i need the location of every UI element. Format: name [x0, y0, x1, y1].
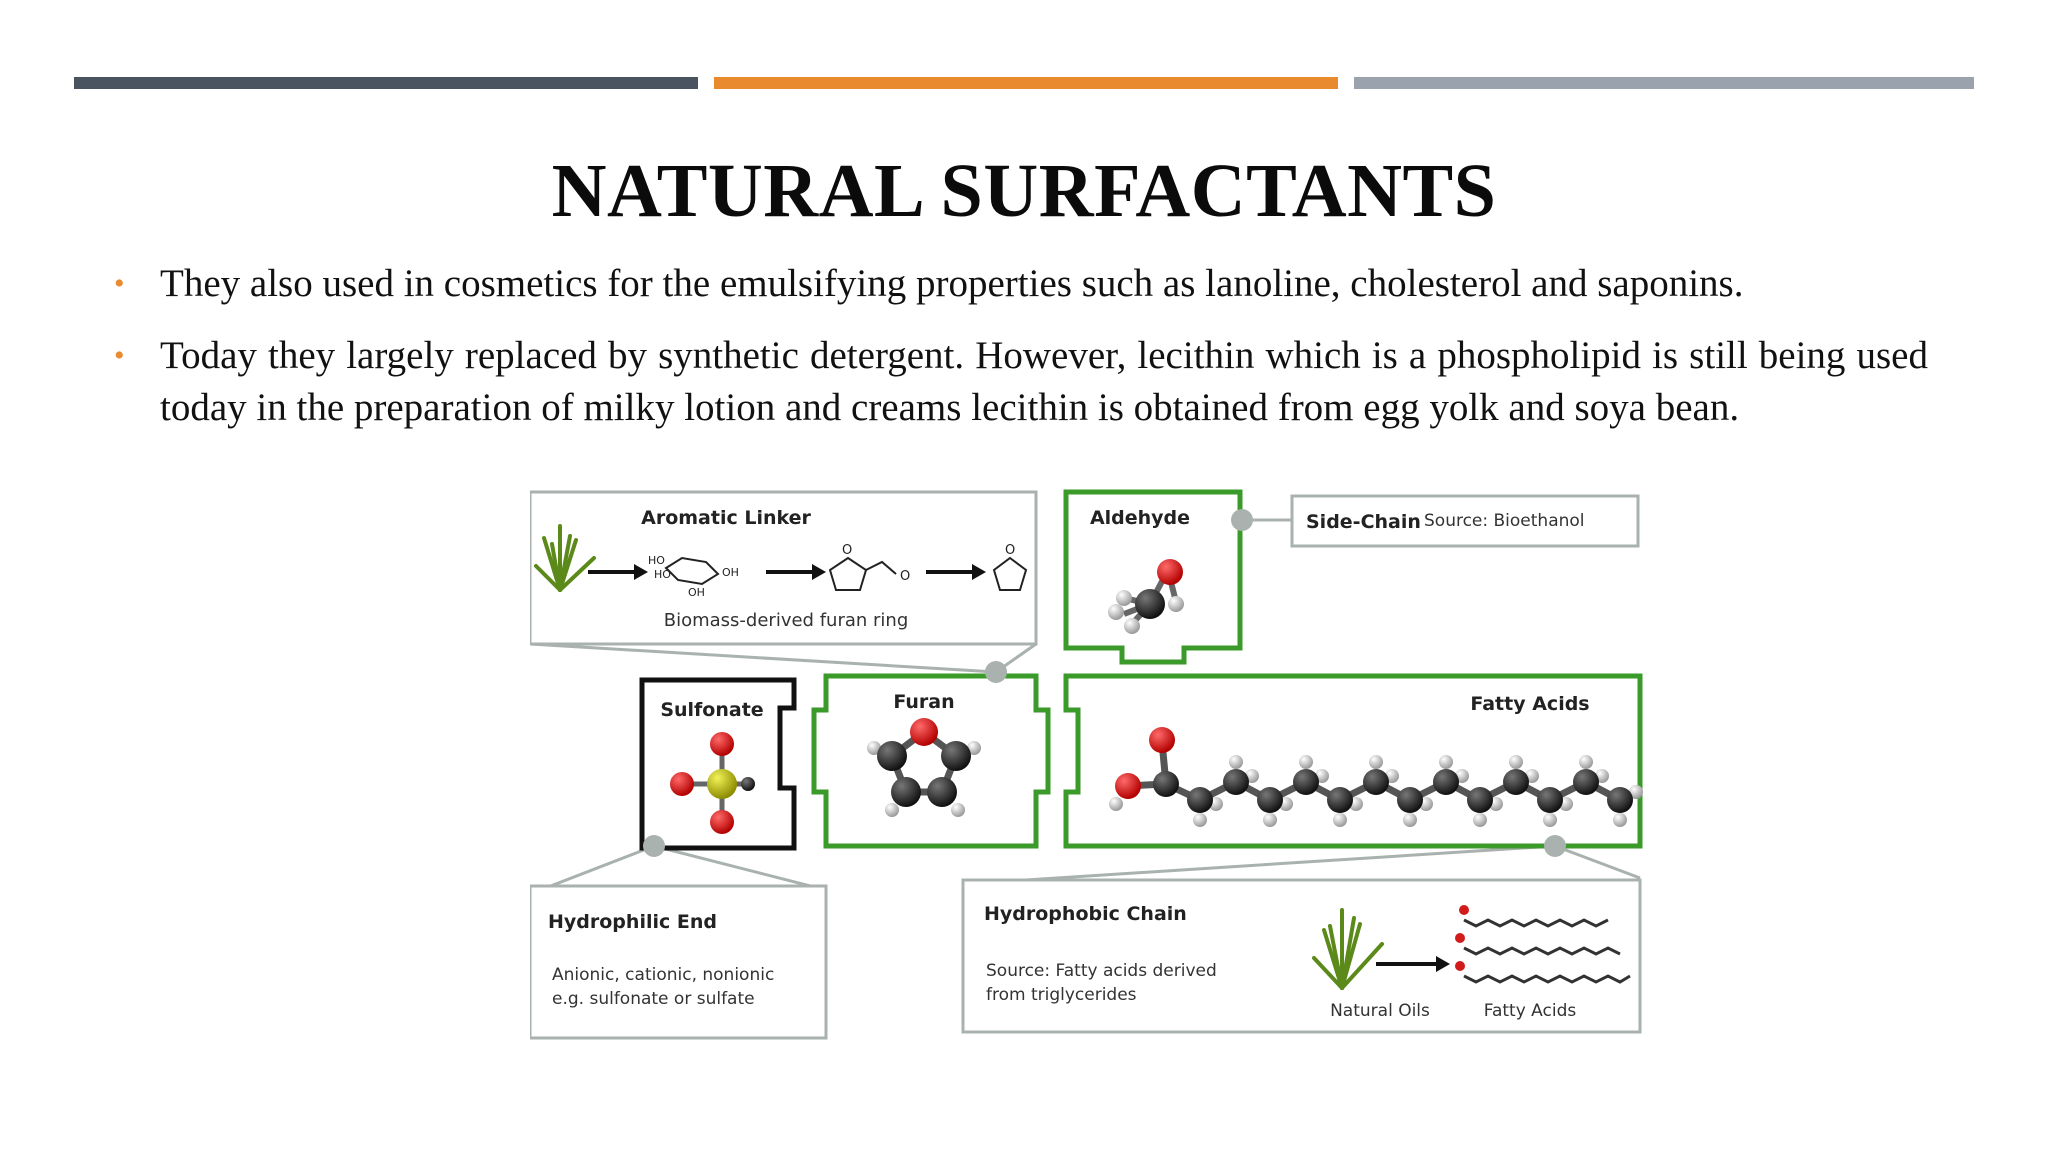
- hydrophilic-end-line2: e.g. sulfonate or sulfate: [552, 989, 755, 1009]
- furfural-structure: [828, 556, 897, 591]
- fatty-acid-chain: [1109, 727, 1643, 827]
- svg-text:OH: OH: [688, 586, 705, 599]
- connector-node: [1231, 509, 1253, 531]
- hydrophobic-chain-line2: from triglycerides: [986, 985, 1137, 1005]
- accent-bar-grey: [1354, 77, 1974, 89]
- side-chain-title: Side-Chain: [1306, 511, 1421, 533]
- side-chain-source: Source: Bioethanol: [1424, 511, 1585, 531]
- bullet-icon: •: [114, 267, 125, 300]
- svg-text:OH: OH: [722, 566, 739, 579]
- side-chain-panel: Side-Chain Source: Bioethanol: [1290, 494, 1640, 548]
- svg-text:O: O: [900, 569, 910, 584]
- aldehyde-title: Aldehyde: [1090, 507, 1190, 529]
- fatty-acids-panel: Fatty Acids: [1063, 673, 1643, 849]
- fatty-acids-label: Fatty Acids: [1484, 1001, 1577, 1021]
- connector-node: [985, 661, 1007, 683]
- hydrophilic-end-panel: Hydrophilic End Anionic, cationic, nonio…: [530, 884, 828, 1040]
- aldehyde-panel: Aldehyde: [1063, 489, 1243, 665]
- svg-text:HO: HO: [648, 554, 665, 567]
- sulfonate-panel: Sulfonate: [639, 677, 797, 851]
- svg-text:HO: HO: [654, 568, 671, 581]
- hydrophilic-end-title: Hydrophilic End: [548, 911, 717, 933]
- hydrophobic-chain-line1: Source: Fatty acids derived: [986, 961, 1217, 981]
- furan-structure: [992, 556, 1028, 591]
- natural-oils-label: Natural Oils: [1330, 1001, 1430, 1021]
- connector-node: [1544, 835, 1566, 857]
- svg-text:O: O: [1005, 543, 1015, 558]
- slide-title: NATURAL SURFACTANTS: [551, 149, 1497, 233]
- furan-title: Furan: [893, 691, 954, 713]
- bullet-item: • They also used in cosmetics for the em…: [114, 258, 1928, 310]
- fatty-acids-title: Fatty Acids: [1470, 693, 1589, 715]
- plant-icon: [534, 524, 596, 592]
- aromatic-linker-caption: Biomass-derived furan ring: [664, 610, 909, 631]
- fatty-acids-chains-icon: [1463, 918, 1631, 984]
- hydrophilic-end-line1: Anionic, cationic, nonionic: [552, 965, 774, 985]
- sulfonate-title: Sulfonate: [660, 699, 763, 721]
- svg-text:O: O: [842, 543, 852, 558]
- bullet-item: • Today they largely replaced by synthet…: [114, 330, 1928, 434]
- connector-lines: [530, 518, 1641, 896]
- aromatic-linker-title: Aromatic Linker: [641, 507, 811, 529]
- bullet-list: • They also used in cosmetics for the em…: [114, 258, 1928, 454]
- aromatic-linker-panel: Aromatic Linker HO HO OH OH O O O Biomas…: [530, 490, 1038, 646]
- plant-icon: [1312, 908, 1384, 990]
- furan-panel: Furan: [811, 673, 1051, 849]
- hydrophobic-chain-panel: Hydrophobic Chain Source: Fatty acids de…: [961, 878, 1642, 1034]
- accent-bar-dark: [74, 77, 698, 89]
- hydrophobic-chain-title: Hydrophobic Chain: [984, 903, 1187, 925]
- surfactant-structure-diagram: Aromatic Linker HO HO OH OH O O O Biomas…: [530, 489, 1643, 1040]
- connector-node: [643, 835, 665, 857]
- bullet-icon: •: [114, 339, 125, 372]
- bullet-text: Today they largely replaced by synthetic…: [160, 334, 1928, 429]
- bullet-text: They also used in cosmetics for the emul…: [160, 262, 1744, 305]
- glucose-structure: [664, 556, 720, 586]
- accent-bar-orange: [714, 77, 1338, 89]
